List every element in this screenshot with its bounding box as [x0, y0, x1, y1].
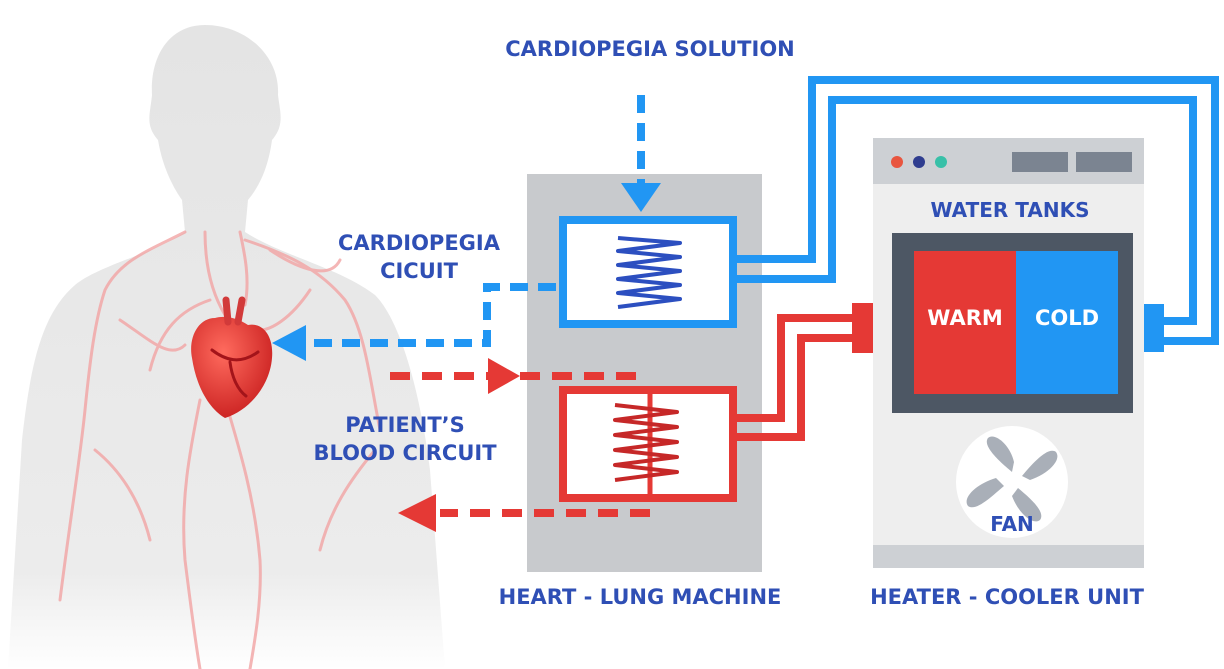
fan-label: FAN — [990, 512, 1034, 536]
blood-vessels — [58, 230, 382, 669]
cold-label: COLD — [1035, 306, 1099, 330]
indicator-dot-navy — [913, 156, 925, 168]
water-tanks-label: WATER TANKS — [931, 198, 1090, 222]
heater-cooler-unit-label: HEATER - COOLER UNIT — [870, 585, 1144, 609]
indicator-dot-red — [891, 156, 903, 168]
display-panel-1 — [1012, 152, 1068, 172]
display-panel-2 — [1076, 152, 1132, 172]
heart-lung-machine-label: HEART - LUNG MACHINE — [499, 585, 782, 609]
blood-to-patient-arrowhead — [398, 494, 436, 532]
cardioplegia-exchanger — [559, 216, 737, 328]
patient-circuit-label-line1: PATIENT’S — [345, 413, 465, 437]
blood-to-machine-arrowhead — [488, 358, 520, 394]
cardioplegia-circuit-label-line1: CARDIOPEGIA — [338, 231, 501, 255]
patient-circuit-label-line2: BLOOD CIRCUIT — [313, 441, 497, 465]
fan-icon — [966, 436, 1058, 522]
warm-water-pipes — [737, 314, 860, 441]
warm-label: WARM — [927, 306, 1003, 330]
cardioplegia-arrowhead — [272, 325, 306, 361]
cold-connector — [1144, 304, 1164, 352]
cardioplegia-circuit-label-line2: CICUIT — [380, 259, 459, 283]
cardioplegia-solution-label: CARDIOPEGIA SOLUTION — [505, 37, 795, 61]
cardioplegia-input-arrow — [621, 95, 661, 212]
blood-exchanger — [559, 386, 737, 502]
heart-icon — [191, 296, 273, 418]
blood-circuit-lines — [390, 372, 650, 517]
indicator-dot-teal — [935, 156, 947, 168]
cardioplegia-circuit-line — [312, 283, 556, 347]
heater-cooler-unit — [873, 138, 1144, 568]
cold-tank — [1016, 251, 1118, 394]
warm-connector — [852, 303, 874, 353]
cold-water-pipes — [737, 76, 1219, 345]
warm-tank — [914, 251, 1016, 394]
